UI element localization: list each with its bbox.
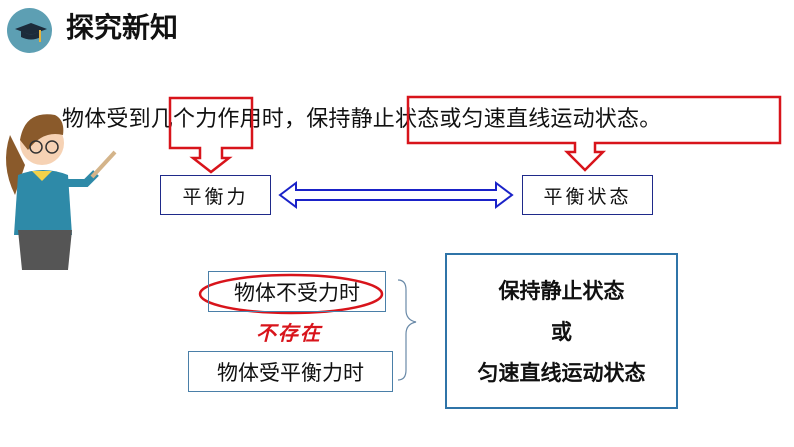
callout-several-forces xyxy=(168,96,254,174)
equilibrium-state-box: 平衡状态 xyxy=(522,175,653,215)
header-icon xyxy=(7,8,52,53)
main-sentence: 物体受到几个力作用时，保持静止状态或匀速直线运动状态。 xyxy=(62,107,662,132)
result-uniform-motion: 匀速直线运动状态 xyxy=(477,361,646,386)
result-rest: 保持静止状态 xyxy=(498,278,625,303)
brace-icon xyxy=(397,279,417,381)
result-box: 保持静止状态 或 匀速直线运动状态 xyxy=(445,253,678,409)
not-exist-label: 不存在 xyxy=(256,321,322,345)
callout-equilibrium-state xyxy=(406,95,782,172)
result-or: 或 xyxy=(551,319,572,344)
graduation-cap-icon xyxy=(15,23,47,42)
balanced-force-condition-box: 物体受平衡力时 xyxy=(188,351,393,392)
no-force-ellipse xyxy=(198,273,384,315)
teacher-illustration xyxy=(6,114,117,270)
page-title: 探究新知 xyxy=(66,11,179,44)
balanced-force-box: 平衡力 xyxy=(160,175,271,215)
no-force-box: 物体不受力时 xyxy=(208,271,386,312)
double-arrow-icon xyxy=(278,181,514,209)
